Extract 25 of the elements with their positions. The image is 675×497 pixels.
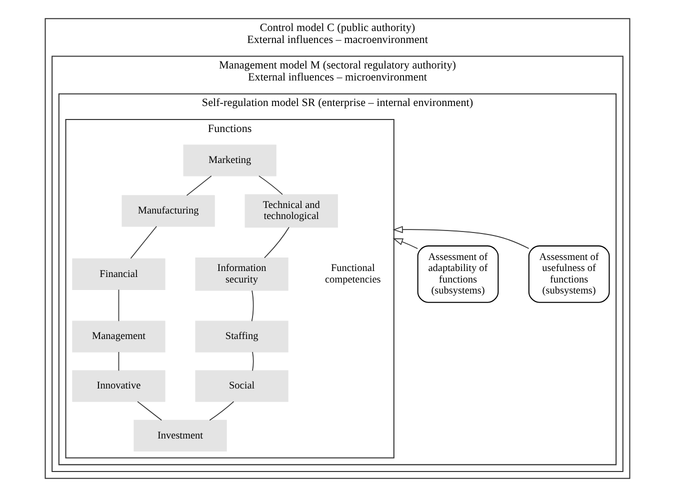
node-box: Social: [195, 370, 288, 402]
label: Functional competencies: [324, 263, 381, 286]
connector: [251, 290, 254, 322]
node-box: Marketing: [183, 144, 276, 176]
connector: [264, 226, 290, 258]
connector: [186, 176, 212, 196]
arrow: [392, 226, 530, 249]
arrow: [392, 238, 418, 250]
node-box: Staffing: [195, 320, 288, 352]
connector: [118, 352, 120, 372]
connector: [258, 176, 283, 195]
connector: [130, 226, 157, 259]
connector: [209, 401, 234, 421]
node-box: Investment: [134, 420, 227, 452]
node-box: Manufacturing: [122, 195, 215, 227]
node-box: Information security: [195, 257, 288, 291]
connector: [118, 289, 120, 322]
connector: [137, 401, 162, 421]
node-box: Management: [72, 320, 166, 352]
node-box: Financial: [72, 258, 166, 290]
node-box: Technical and technological: [244, 194, 338, 228]
node-box: Assessment of usefulness of functions (subsystems): [528, 245, 610, 303]
connector: [252, 352, 254, 372]
node-box: Assessment of adaptability of functions (subsystems): [417, 245, 499, 303]
node-box: Innovative: [72, 370, 166, 402]
